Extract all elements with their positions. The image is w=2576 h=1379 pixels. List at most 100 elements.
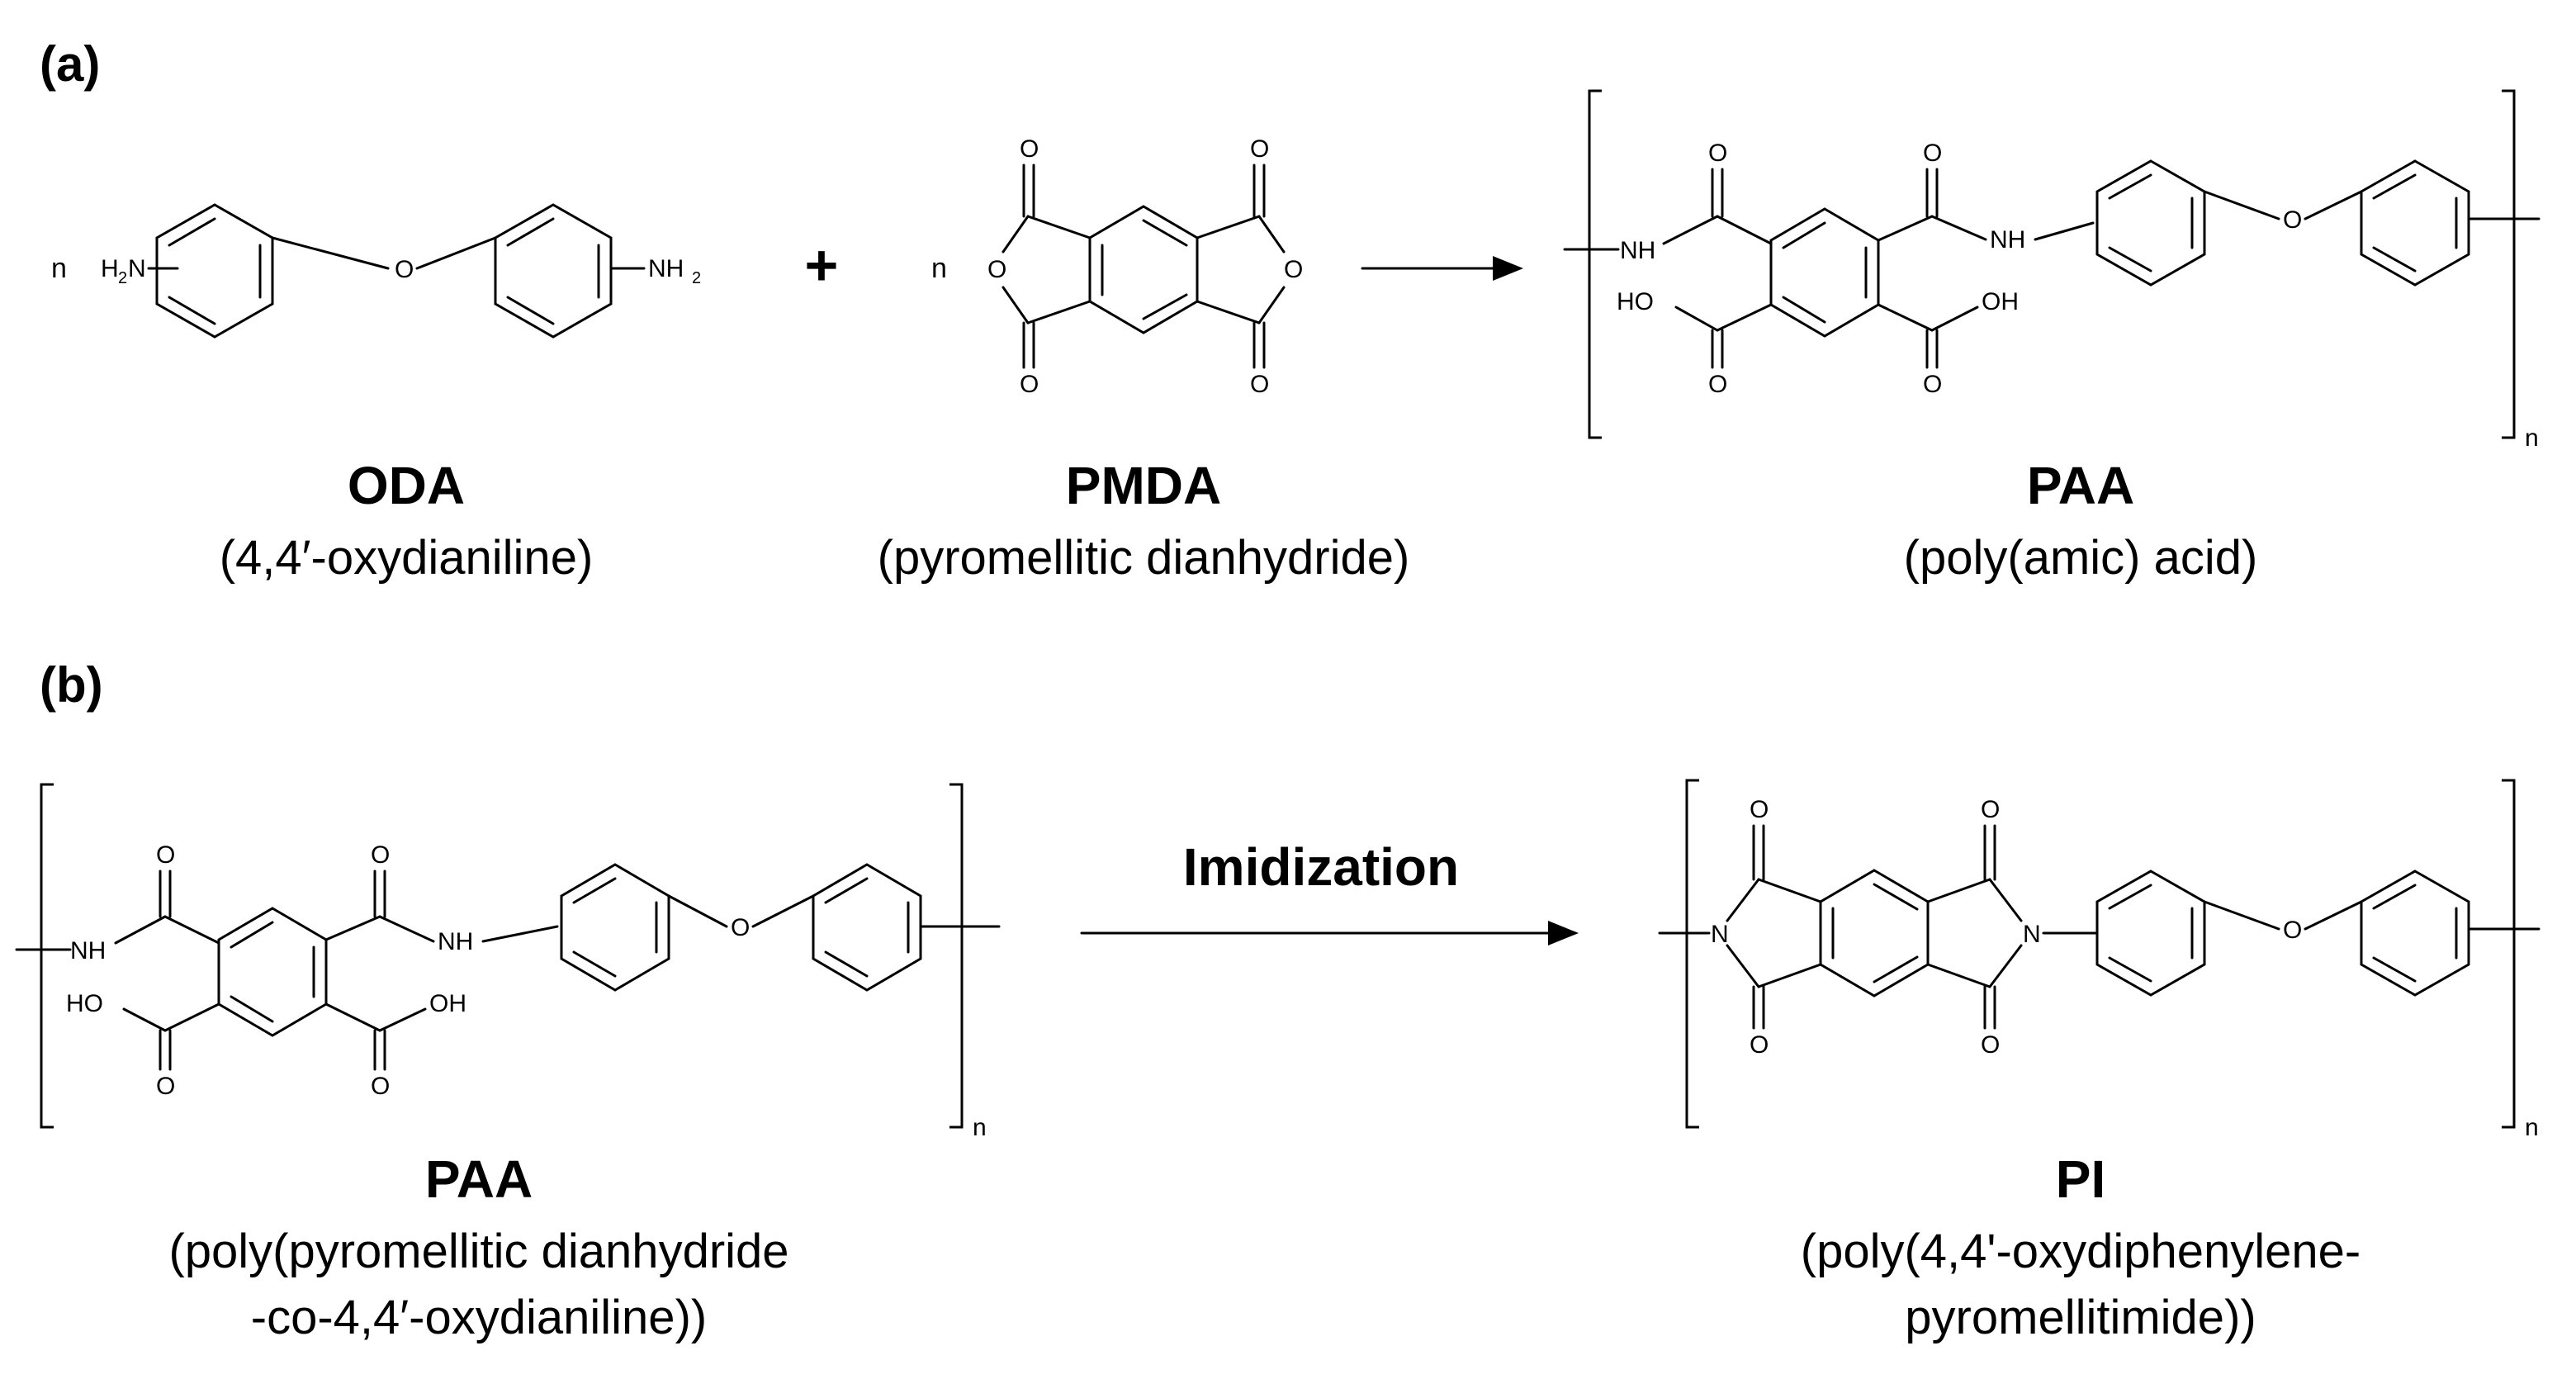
paa-a-repeat-n: n xyxy=(2525,424,2539,452)
imidization-label: Imidization xyxy=(1183,837,1459,897)
benzene-ring-pi-2 xyxy=(2360,870,2470,997)
benzene-ring-oda-1 xyxy=(155,203,274,339)
bond xyxy=(1726,944,1760,988)
bond xyxy=(1988,878,2023,922)
panel-label-a: (a) xyxy=(40,36,100,92)
bracket-left xyxy=(1685,779,1699,1129)
pmda-ring-oxygen-right: O xyxy=(1284,256,1303,283)
paa-b-structure: n NH O O NH HO O OH O xyxy=(15,783,1001,1141)
pi-imide-n-left: N xyxy=(1711,921,1729,948)
oda-amine-right-sub: 2 xyxy=(692,269,701,287)
pmda-ring-oxygen-left: O xyxy=(987,256,1006,283)
paa-a-carbonyl-o: O xyxy=(1708,371,1727,398)
pmda-full-name: (pyromellitic dianhydride) xyxy=(878,531,1410,585)
paa-b-repeat-n: n xyxy=(973,1114,987,1141)
pi-full-name-line1: (poly(4,4'-oxydiphenylene- xyxy=(1801,1225,2361,1278)
paa-b-ether-o: O xyxy=(731,914,750,941)
plus-sign: + xyxy=(805,233,839,297)
bond xyxy=(1716,215,1773,245)
paa-b-nh-right: NH xyxy=(438,928,473,955)
paa-a-carbonyl-o: O xyxy=(1923,140,1942,167)
bond xyxy=(1930,306,1979,332)
benzene-ring-paa-b-2 xyxy=(812,863,922,992)
bond xyxy=(481,925,559,943)
bond xyxy=(271,236,390,270)
oda-structure: n H 2 N O NH 2 xyxy=(51,203,701,339)
paa-a-name: PAA xyxy=(2027,456,2134,515)
reaction-arrow-a xyxy=(1361,256,1523,281)
bond xyxy=(2203,190,2280,220)
paa-a-carbonyl-o: O xyxy=(1923,371,1942,398)
bracket-right xyxy=(2502,779,2516,1129)
bond xyxy=(163,1002,220,1032)
benzene-ring-oda-2 xyxy=(494,203,613,339)
paa-b-carbonyl-o: O xyxy=(371,1073,390,1100)
benzene-ring-paa-a-2 xyxy=(2360,159,2470,287)
pmda-coefficient: n xyxy=(931,253,947,284)
benzene-ring-paa-a-1 xyxy=(2095,159,2206,287)
bond xyxy=(1877,303,1934,332)
oda-amine-left-h: H xyxy=(101,255,119,282)
paa-b-oh: OH xyxy=(429,990,466,1017)
bond xyxy=(1757,878,1822,903)
bond xyxy=(751,894,815,928)
bond xyxy=(1196,215,1261,239)
paa-b-full-name-line1: (poly(pyromellitic dianhydride xyxy=(168,1225,788,1278)
pi-carbonyl-o: O xyxy=(1750,1031,1769,1059)
bond xyxy=(1026,300,1091,325)
bond xyxy=(1726,878,1760,922)
pi-name: PI xyxy=(2056,1149,2105,1209)
benzene-ring-paa-b-core xyxy=(217,907,328,1037)
bond xyxy=(1926,963,1991,988)
oda-name: ODA xyxy=(348,456,465,515)
bond xyxy=(1988,944,2023,988)
benzene-ring-pmda xyxy=(1088,205,1199,334)
bond xyxy=(1257,215,1286,254)
bond xyxy=(2203,900,2280,931)
bond xyxy=(1257,286,1286,325)
paa-b-full-name-line2: -co-4,4′-oxydianiline)) xyxy=(251,1291,707,1344)
benzene-ring-pi-1 xyxy=(2095,870,2206,997)
bond xyxy=(2304,190,2363,220)
pi-ether-o: O xyxy=(2283,917,2302,944)
paa-a-carbonyl-o: O xyxy=(1708,140,1727,167)
paa-a-oh: OH xyxy=(1982,288,2019,315)
bracket-right xyxy=(949,783,964,1129)
panel-label-b: (b) xyxy=(40,657,103,713)
paa-b-carbonyl-o: O xyxy=(371,841,390,869)
bond xyxy=(163,915,220,945)
bond xyxy=(1757,963,1822,988)
bond xyxy=(1662,215,1719,245)
bond xyxy=(1002,215,1030,254)
oda-oxygen: O xyxy=(395,256,414,283)
bond xyxy=(1930,215,1987,241)
bond xyxy=(324,1002,381,1032)
oda-amine-left-n: N xyxy=(128,255,146,282)
bond xyxy=(1674,306,1719,332)
bond xyxy=(1196,300,1261,325)
bond xyxy=(1026,215,1091,239)
bond xyxy=(122,1007,167,1032)
bond xyxy=(415,236,497,270)
oda-amine-right: NH xyxy=(648,255,684,282)
oda-full-name: (4,4′-oxydianiline) xyxy=(220,531,594,585)
bond xyxy=(667,894,728,928)
bracket-left xyxy=(40,783,54,1129)
bond xyxy=(114,915,167,945)
bond xyxy=(2304,900,2363,931)
pmda-carbonyl-o: O xyxy=(1020,371,1039,398)
bracket-right xyxy=(2502,89,2516,439)
pmda-carbonyl-o: O xyxy=(1250,135,1269,163)
bracket-left xyxy=(1588,89,1602,439)
paa-a-ho: HO xyxy=(1617,288,1654,315)
paa-b-carbonyl-o: O xyxy=(156,841,175,869)
pmda-carbonyl-o: O xyxy=(1020,135,1039,163)
paa-a-nh-left: NH xyxy=(1620,237,1655,264)
pmda-structure: n O O O O O O xyxy=(931,135,1303,398)
bond xyxy=(1716,303,1773,332)
pmda-carbonyl-o: O xyxy=(1250,371,1269,398)
paa-a-structure: n NH O O NH HO O OH O xyxy=(1563,89,2540,452)
pi-repeat-n: n xyxy=(2525,1114,2539,1141)
paa-b-name: PAA xyxy=(425,1149,533,1209)
